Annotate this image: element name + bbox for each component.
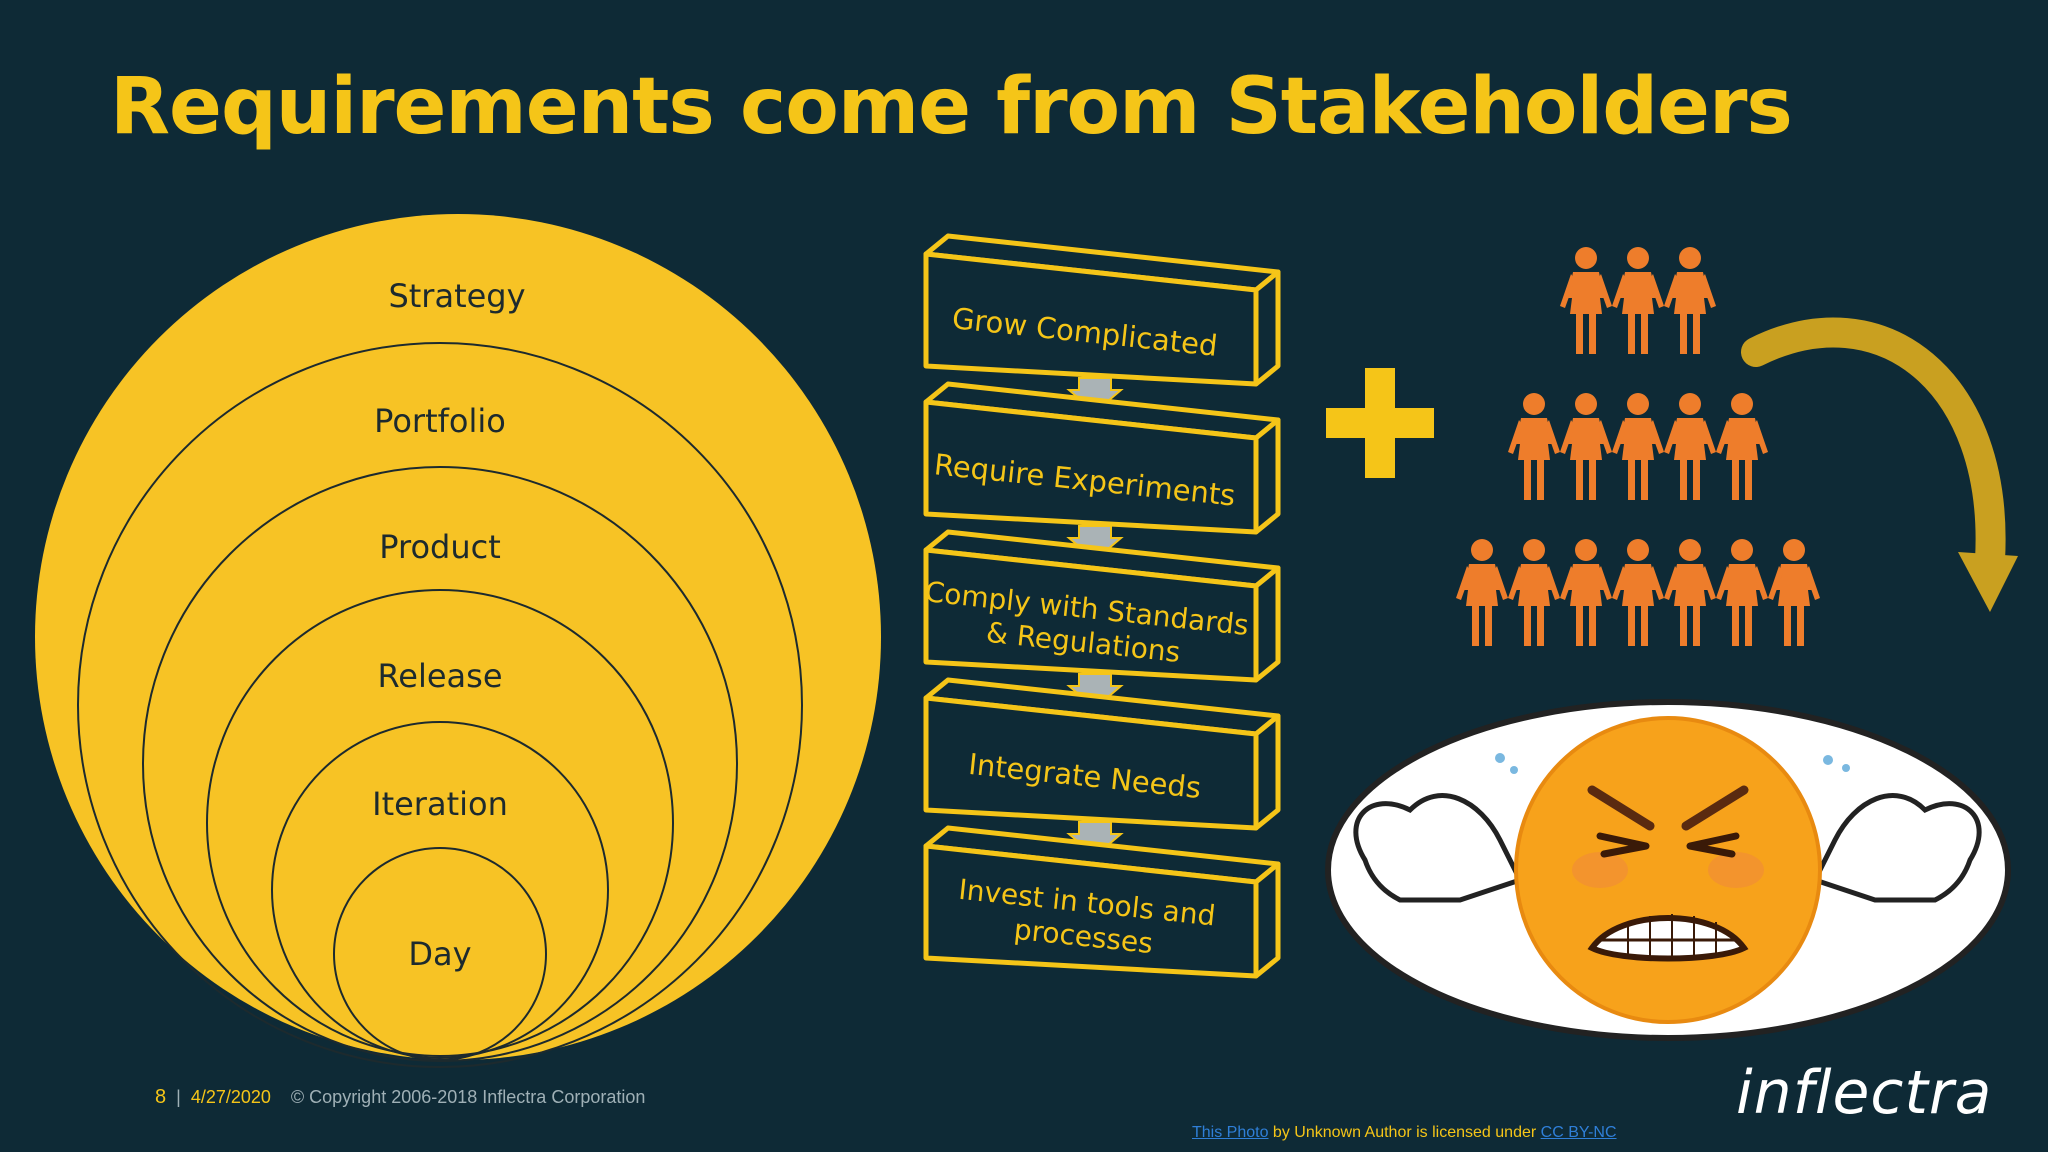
footer-date: 4/27/2020 [190,1087,271,1107]
circle-day [333,847,547,1061]
circle-label-day: Day [408,935,471,973]
people-pyramid-icon [1456,247,1820,646]
circle-label-product: Product [379,528,501,566]
person-icon [1508,539,1560,646]
frustrated-face-icon [1325,699,2011,1041]
person-icon [1664,393,1716,500]
circle-iteration [271,721,609,1059]
person-icon [1560,393,1612,500]
person-icon [1456,539,1508,646]
person-icon [1664,247,1716,354]
license-link[interactable]: CC BY-NC [1540,1124,1617,1141]
person-icon [1560,539,1612,646]
footer: 8 | 4/27/2020 © Copyright 2006-2018 Inflec… [155,1086,645,1109]
plus-icon [1326,368,1434,478]
slide-title: Requirements come from Stakeholders [110,62,1793,152]
footer-copyright: © Copyright 2006-2018 Inflectra Corporat… [290,1087,646,1107]
person-icon [1716,539,1768,646]
person-icon [1560,247,1612,354]
footer-separator: | [176,1087,181,1107]
person-icon [1612,247,1664,354]
person-icon [1768,539,1820,646]
person-icon [1508,393,1560,500]
circle-label-iteration: Iteration [372,785,508,823]
circle-label-portfolio: Portfolio [374,402,506,440]
circle-label-strategy: Strategy [388,277,525,315]
person-icon [1612,393,1664,500]
person-icon [1664,539,1716,646]
circle-release [206,589,674,1057]
person-icon [1612,539,1664,646]
photo-credit: This Photo by Unknown Author is licensed… [1192,1124,1617,1142]
circle-portfolio [77,342,803,1068]
credit-text: by Unknown Author is licensed under [1268,1124,1541,1141]
inflectra-logo: inflectra [1736,1058,1993,1128]
photo-link[interactable]: This Photo [1192,1124,1269,1141]
circle-label-release: Release [377,657,502,695]
page-number: 8 [155,1086,167,1108]
person-icon [1716,393,1768,500]
curved-arrow-icon [1741,317,2018,612]
